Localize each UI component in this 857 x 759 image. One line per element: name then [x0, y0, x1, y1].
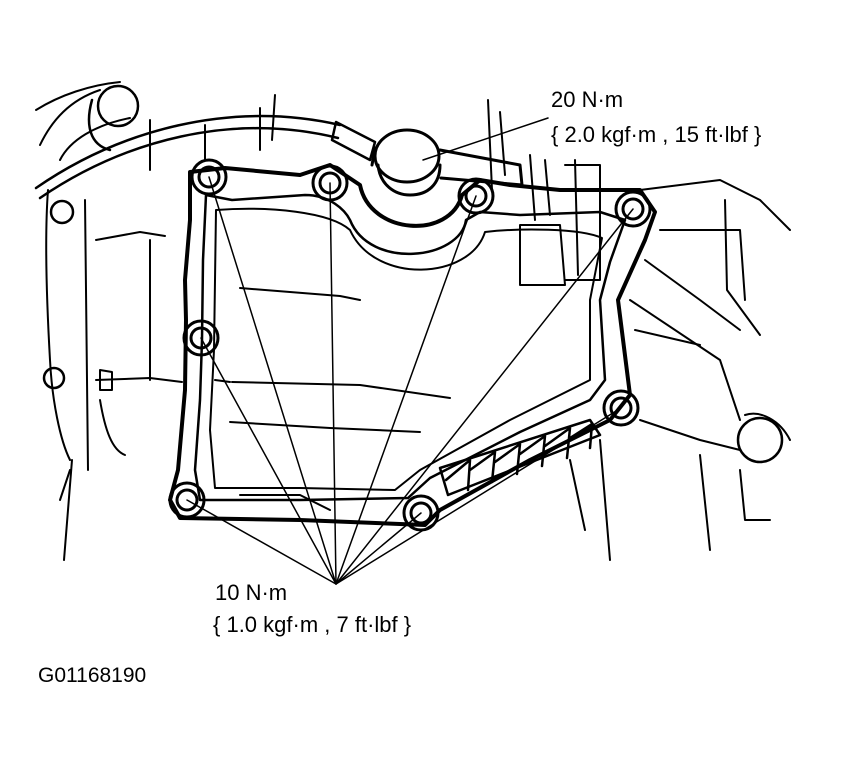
torque-top-value: 20 N·m [551, 87, 624, 112]
ribbed-section [438, 418, 602, 497]
bolt-1 [190, 158, 228, 196]
bolt-8 [402, 494, 440, 532]
bolt-5 [182, 319, 220, 357]
cover-body [168, 163, 657, 527]
figure-code: G01168190 [38, 664, 147, 687]
cover-bolts [168, 158, 652, 532]
bolt-4 [614, 190, 652, 228]
torque-bottom-value: 10 N·m [215, 580, 288, 605]
leader-lines-top [422, 117, 549, 161]
engine-block-outline [35, 81, 791, 561]
torque-bottom-conversion: { 1.0 kgf·m , 7 ft·lbf } [213, 612, 412, 637]
bolt-7 [168, 481, 206, 519]
bolt-6 [602, 389, 640, 427]
leader-lines-bottom [186, 176, 634, 585]
breather-hose [34, 114, 377, 200]
bolt-3 [457, 177, 495, 215]
torque-top-conversion: { 2.0 kgf·m , 15 ft·lbf } [551, 122, 762, 147]
